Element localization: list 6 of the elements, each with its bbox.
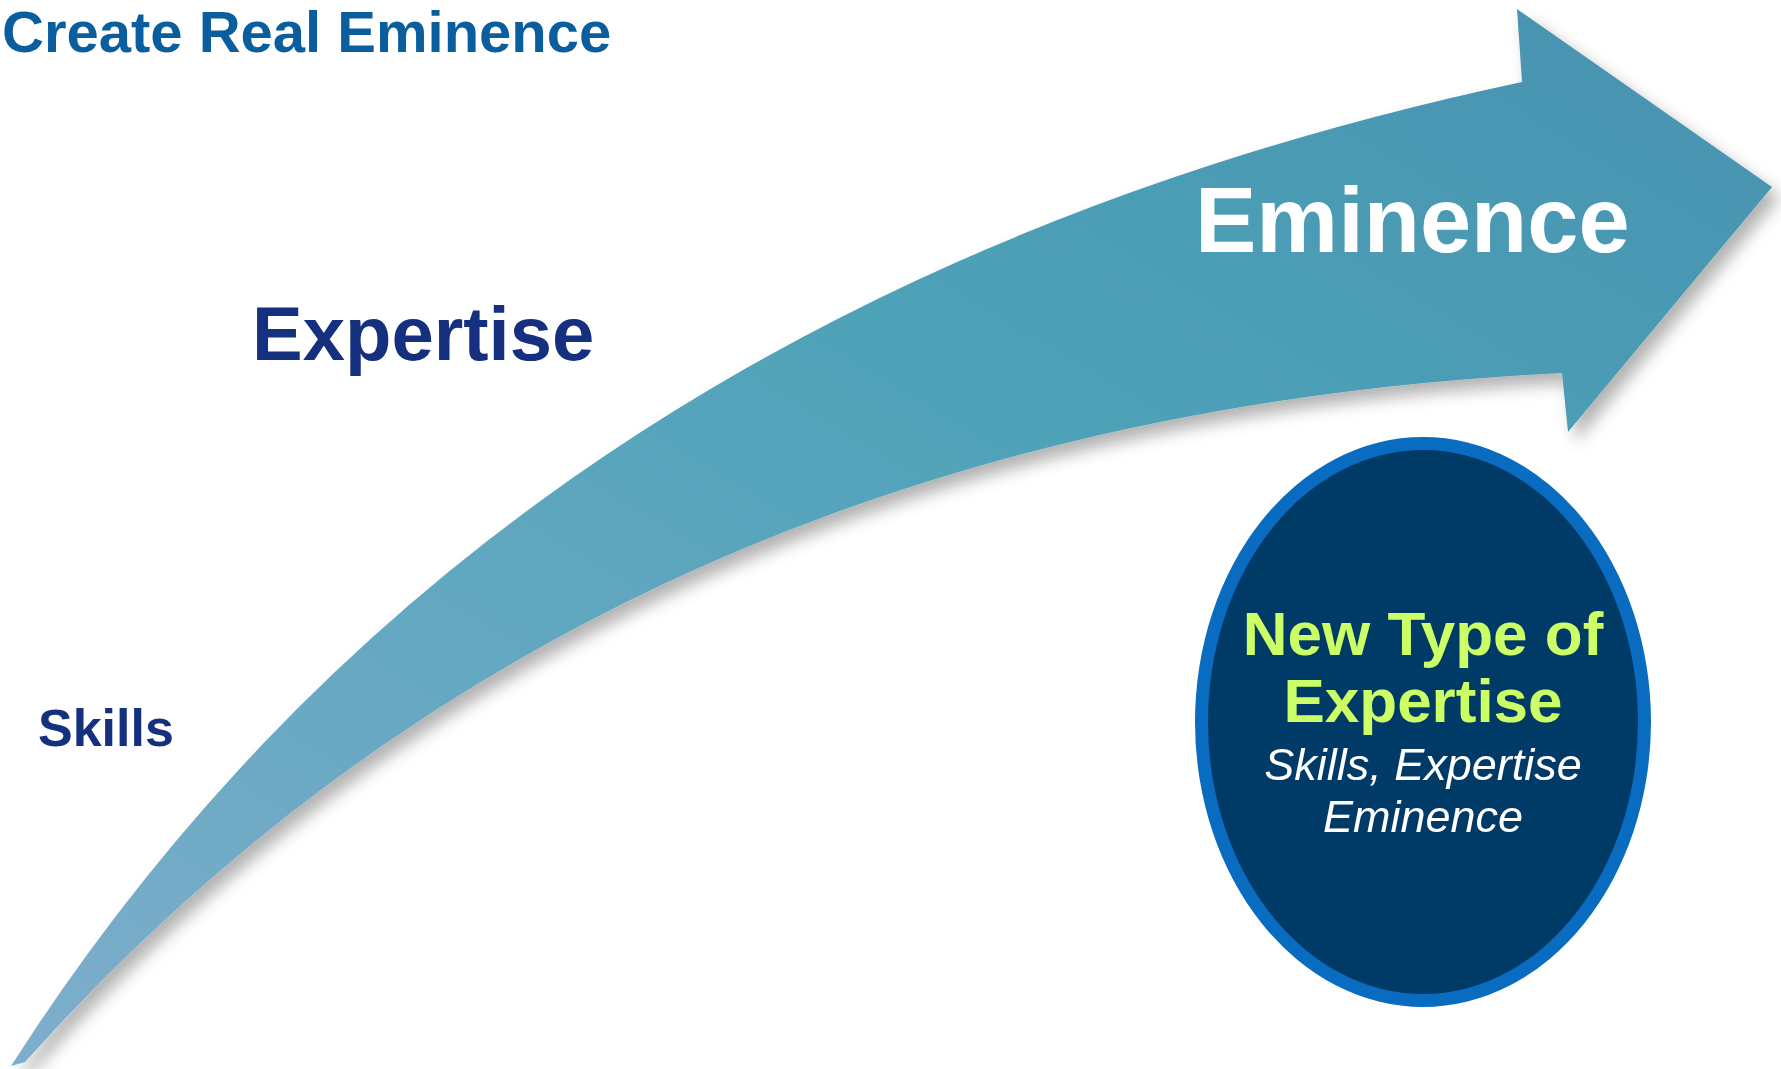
circle-text: Skills, Expertise Eminence bbox=[1263, 739, 1583, 843]
page-title: Create Real Eminence bbox=[2, 0, 612, 65]
stage-label: Expertise bbox=[252, 290, 595, 377]
stage-label: Skills bbox=[38, 698, 174, 758]
circle-heading: New Type of Expertise bbox=[1241, 601, 1605, 736]
arrow-label: Eminence bbox=[1195, 168, 1630, 273]
